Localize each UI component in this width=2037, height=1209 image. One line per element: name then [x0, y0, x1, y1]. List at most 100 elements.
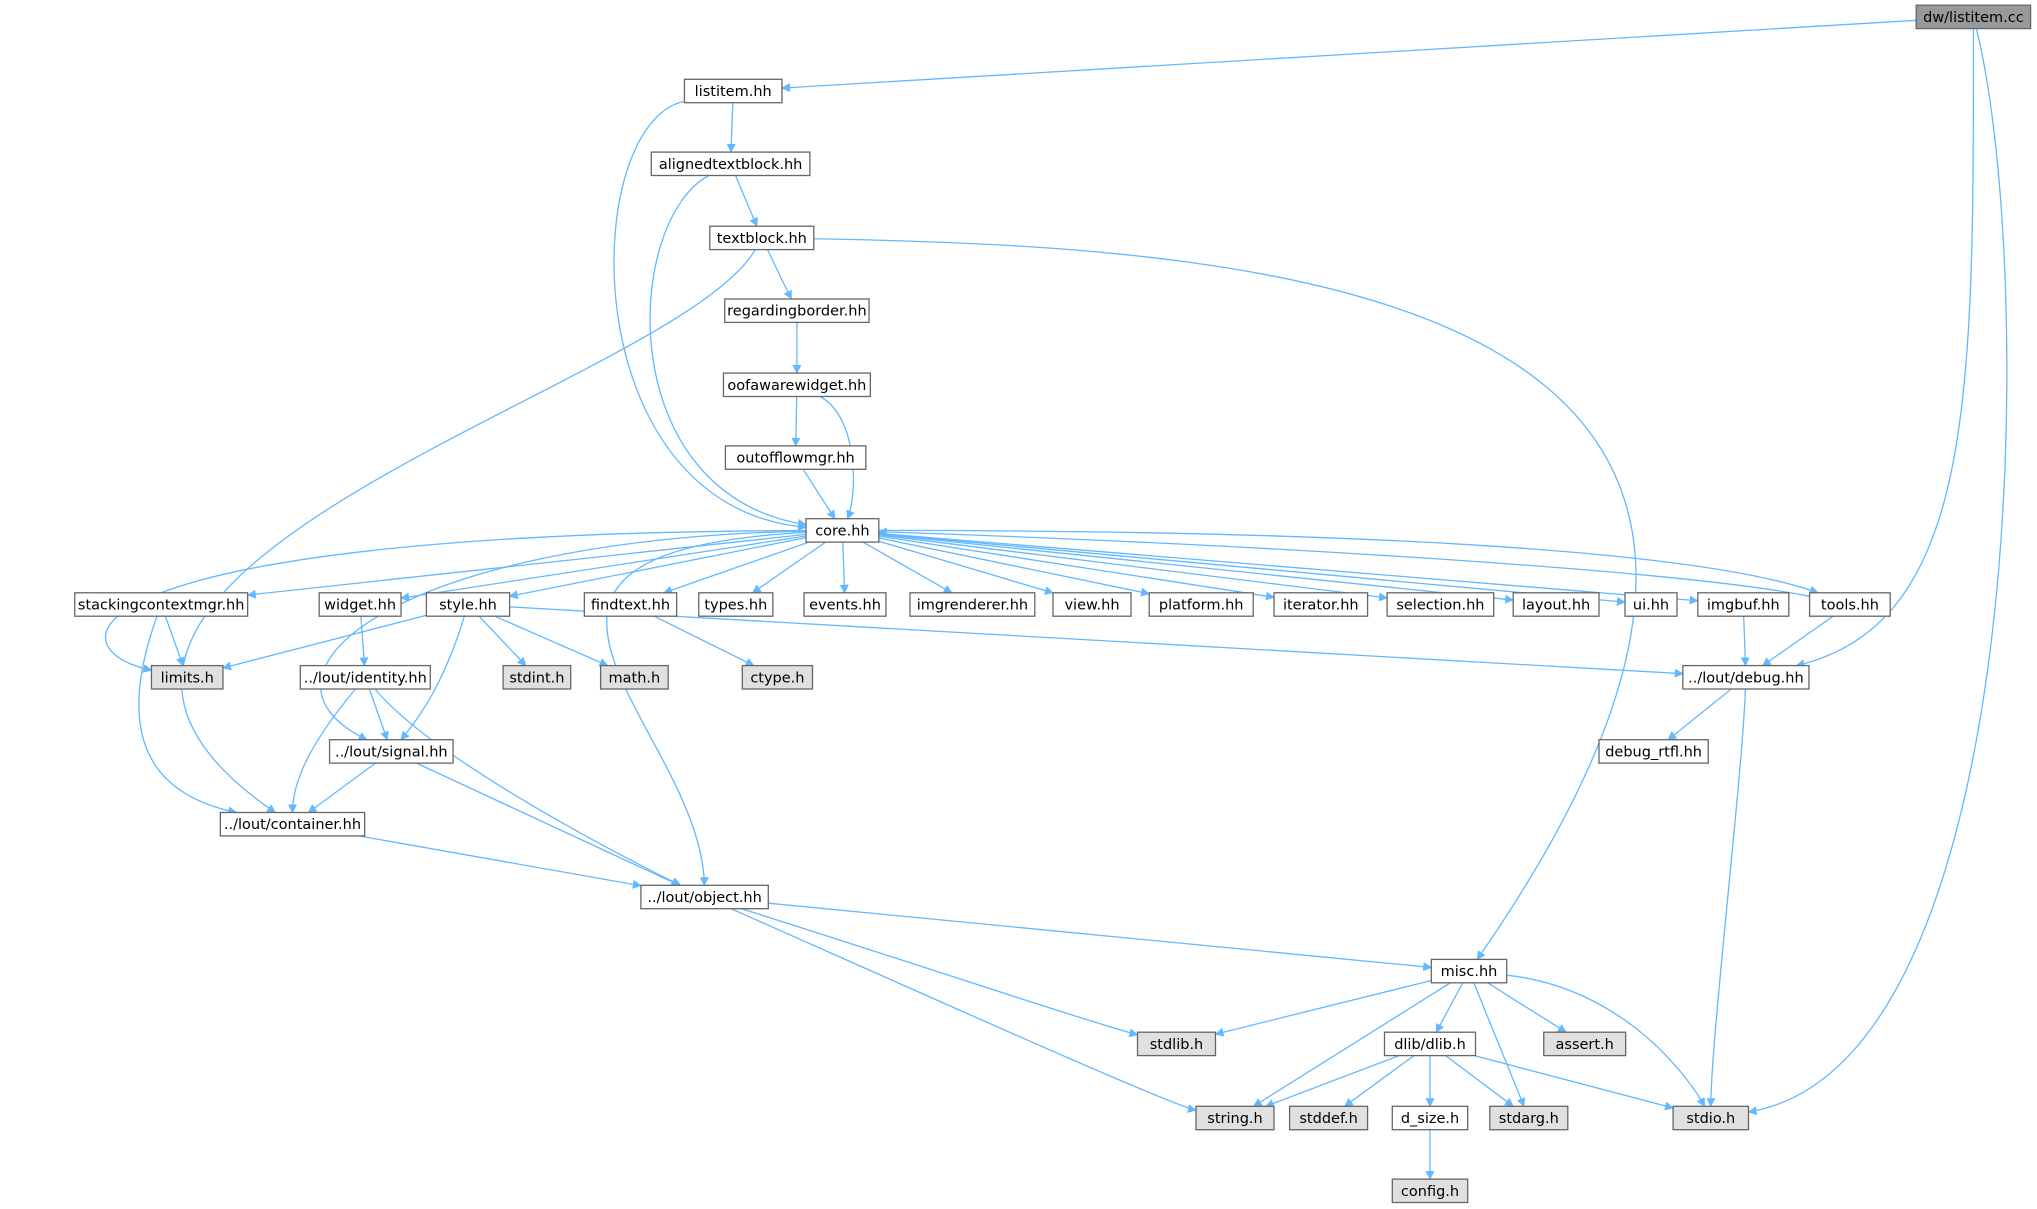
edge-line — [1706, 688, 1747, 1108]
node-stackingcontextmgr-hh[interactable]: stackingcontextmgr.hh — [74, 592, 249, 617]
edge-line — [508, 536, 807, 600]
edge-line — [741, 908, 1139, 1038]
node-label: ../lout/debug.hh — [1688, 670, 1803, 686]
node-box — [1489, 1105, 1569, 1131]
node-layout-hh[interactable]: layout.hh — [1512, 592, 1600, 617]
node-listitem-cc[interactable]: dw/listitem.cc — [1915, 4, 2032, 30]
node-label: alignedtextblock.hh — [659, 157, 803, 173]
node-style-hh[interactable]: style.hh — [425, 592, 511, 617]
edge-core-hh-to-lout-object-hh — [606, 531, 807, 887]
edge-line — [358, 835, 642, 889]
node-lout-signal-hh[interactable]: ../lout/signal.hh — [328, 739, 454, 764]
node-ctype-h: ctype.h — [741, 664, 814, 690]
node-box — [1682, 664, 1810, 690]
node-lout-debug-hh[interactable]: ../lout/debug.hh — [1682, 664, 1810, 690]
node-label: outofflowmgr.hh — [736, 451, 854, 467]
node-label: ../lout/container.hh — [224, 817, 361, 833]
edge-core-hh-to-imgrenderer-hh — [862, 541, 953, 594]
edge-core-hh-to-platform-hh — [878, 537, 1151, 597]
node-label: d_size.h — [1401, 1111, 1459, 1127]
node-label: stackingcontextmgr.hh — [78, 598, 245, 614]
edge-lout-container-hh-to-lout-object-hh — [358, 835, 642, 889]
node-tools-hh[interactable]: tools.hh — [1808, 592, 1891, 617]
node-label: assert.h — [1556, 1037, 1614, 1053]
edge-style-hh-to-limits-h — [222, 614, 427, 671]
edge-textblock-hh-to-regardingborder-hh — [766, 249, 792, 300]
edge-line — [400, 535, 807, 602]
node-label: types.hh — [704, 598, 767, 614]
edge-core-hh-to-layout-hh — [878, 533, 1515, 604]
edge-line — [180, 249, 756, 814]
edge-line — [374, 688, 682, 886]
edge-alignedtextblock-hh-to-core-hh — [649, 174, 807, 528]
node-oofawarewidget-hh[interactable]: oofawarewidget.hh — [722, 372, 872, 398]
node-alignedtextblock-hh[interactable]: alignedtextblock.hh — [650, 151, 811, 177]
edge-line — [726, 102, 736, 153]
node-types-hh[interactable]: types.hh — [698, 592, 774, 617]
edge-dlib-dlib-h-to-stddef-h — [1343, 1055, 1415, 1107]
edge-line — [222, 614, 427, 671]
node-box — [1052, 592, 1132, 617]
edge-misc-hh-to-dlib-dlib-h — [1435, 982, 1464, 1033]
edge-line — [1667, 688, 1732, 741]
edge-line — [1474, 1054, 1674, 1111]
node-lout-object-hh[interactable]: ../lout/object.hh — [640, 884, 769, 910]
node-box — [1386, 592, 1495, 617]
node-lout-container-hh[interactable]: ../lout/container.hh — [219, 811, 366, 837]
node-label: textblock.hh — [717, 231, 807, 247]
edge-line — [730, 908, 1197, 1114]
node-platform-hh[interactable]: platform.hh — [1148, 592, 1254, 617]
edge-line — [649, 174, 807, 528]
edge-line — [1343, 1055, 1415, 1107]
edge-style-hh-to-stdint-h — [478, 615, 527, 667]
node-imgrenderer-hh[interactable]: imgrenderer.hh — [909, 592, 1036, 617]
node-ui-hh[interactable]: ui.hh — [1624, 592, 1678, 617]
node-dlib-dlib-h[interactable]: dlib/dlib.h — [1383, 1031, 1477, 1057]
edge-findtext-hh-to-ctype-h — [653, 615, 755, 667]
edge-line — [1252, 982, 1451, 1107]
node-textblock-hh[interactable]: textblock.hh — [709, 225, 815, 251]
node-stdio-h: stdio.h — [1672, 1105, 1750, 1131]
edge-misc-hh-to-stdlib-h — [1214, 979, 1432, 1037]
node-selection-hh[interactable]: selection.hh — [1386, 592, 1495, 617]
node-label: tools.hh — [1821, 598, 1879, 614]
node-label: debug_rtfl.hh — [1605, 744, 1702, 760]
node-core-hh[interactable]: core.hh — [805, 518, 880, 543]
edge-line — [768, 902, 1433, 972]
edge-core-hh-to-findtext-hh — [663, 541, 810, 595]
edge-line — [653, 615, 755, 667]
edge-line — [791, 396, 801, 447]
node-findtext-hh[interactable]: findtext.hh — [583, 592, 678, 617]
edge-line — [1795, 28, 1975, 669]
node-box — [724, 445, 867, 470]
node-widget-hh[interactable]: widget.hh — [318, 592, 402, 617]
node-box — [909, 592, 1036, 617]
node-label: math.h — [609, 670, 661, 686]
node-debug-rtfl-hh[interactable]: debug_rtfl.hh — [1598, 739, 1709, 764]
node-view-hh[interactable]: view.hh — [1052, 592, 1132, 617]
edge-line — [1506, 974, 1706, 1108]
node-outofflowmgr-hh[interactable]: outofflowmgr.hh — [724, 445, 867, 470]
node-lout-identity-hh[interactable]: ../lout/identity.hh — [299, 664, 431, 690]
node-box — [1273, 592, 1369, 617]
node-limits-h: limits.h — [150, 664, 224, 690]
node-imgbuf-hh[interactable]: imgbuf.hh — [1697, 592, 1790, 617]
edge-lout-object-hh-to-stdlib-h — [741, 908, 1139, 1038]
edge-line — [288, 688, 357, 814]
node-box — [805, 518, 880, 543]
node-events-hh[interactable]: events.hh — [803, 592, 887, 617]
node-misc-hh[interactable]: misc.hh — [1430, 958, 1508, 984]
node-label: listitem.hh — [695, 84, 772, 100]
edge-line — [734, 175, 758, 228]
node-label: ../lout/object.hh — [647, 890, 761, 906]
node-iterator-hh[interactable]: iterator.hh — [1273, 592, 1369, 617]
node-box — [698, 592, 774, 617]
node-regardingborder-hh[interactable]: regardingborder.hh — [724, 298, 870, 324]
edge-core-hh-to-imgbuf-hh — [878, 532, 1699, 605]
edge-line — [781, 19, 1917, 93]
node-d-size-h[interactable]: d_size.h — [1391, 1105, 1469, 1131]
node-string-h: string.h — [1195, 1105, 1275, 1131]
edge-tools-hh-to-core-hh — [877, 527, 1810, 597]
node-listitem-hh[interactable]: listitem.hh — [683, 78, 783, 104]
node-label: style.hh — [439, 598, 497, 614]
